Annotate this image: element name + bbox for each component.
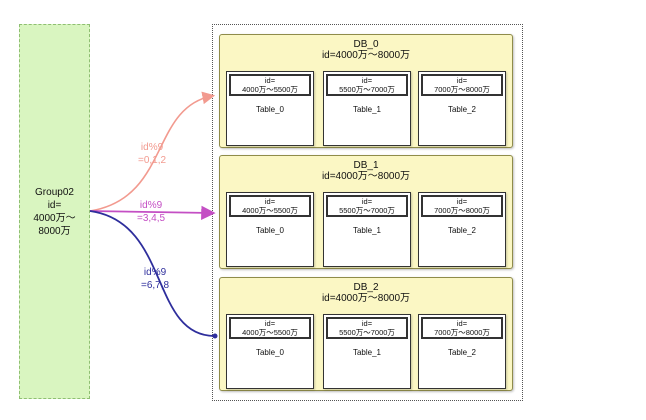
table-range-box: id=4000万～5500万: [229, 317, 311, 339]
db-title: DB_1 id=4000万～8000万: [321, 160, 411, 182]
table-range-box: id=7000万～8000万: [421, 74, 503, 96]
table-card: id=4000万～5500万 Table_0: [226, 71, 314, 146]
group-node: Group02 id= 4000万～ 8000万: [19, 24, 90, 399]
table-name: Table_0: [255, 348, 285, 357]
table-card: id=7000万～8000万 Table_2: [418, 71, 506, 146]
route-arrow-db2: [89, 210, 215, 337]
table-card: id=5500万～7000万 Table_1: [323, 314, 411, 389]
table-name: Table_1: [352, 226, 382, 235]
table-name: Table_2: [447, 226, 477, 235]
db-node-db2: DB_2 id=4000万～8000万 id=4000万～5500万 Table…: [219, 277, 513, 391]
db-node-db1: DB_1 id=4000万～8000万 id=4000万～5500万 Table…: [219, 155, 513, 269]
table-card: id=4000万～5500万 Table_0: [226, 192, 314, 267]
db-title: DB_2 id=4000万～8000万: [321, 282, 411, 304]
group-range-start: 4000万～: [33, 212, 76, 224]
route-arrow-db0: [89, 91, 216, 212]
table-range-box: id=7000万～8000万: [421, 195, 503, 217]
group-range-end: 8000万: [38, 225, 71, 237]
group-id-label: id=: [47, 199, 62, 211]
route-label-db1: id%9=3,4,5: [137, 200, 166, 224]
table-name: Table_1: [352, 105, 382, 114]
group-name: Group02: [35, 186, 74, 198]
db-node-db0: DB_0 id=4000万～8000万 id=4000万～5500万 Table…: [219, 34, 513, 148]
table-card: id=7000万～8000万 Table_2: [418, 314, 506, 389]
table-name: Table_1: [352, 348, 382, 357]
table-name: Table_2: [447, 348, 477, 357]
table-name: Table_2: [447, 105, 477, 114]
route-label-db2: id%9=6,7,8: [141, 267, 170, 291]
table-range-box: id=5500万～7000万: [326, 317, 408, 339]
table-range-box: id=5500万～7000万: [326, 195, 408, 217]
route-label-db0: id%9=0,1,2: [138, 142, 167, 166]
route-endpoint-db2: [212, 333, 218, 339]
table-card: id=4000万～5500万 Table_0: [226, 314, 314, 389]
table-card: id=7000万～8000万 Table_2: [418, 192, 506, 267]
db-title: DB_0 id=4000万～8000万: [321, 39, 411, 61]
table-range-box: id=4000万～5500万: [229, 195, 311, 217]
table-name: Table_0: [255, 105, 285, 114]
table-card: id=5500万～7000万 Table_1: [323, 71, 411, 146]
table-name: Table_0: [255, 226, 285, 235]
table-range-box: id=5500万～7000万: [326, 74, 408, 96]
table-range-box: id=7000万～8000万: [421, 317, 503, 339]
route-arrow-db1: [89, 205, 216, 221]
table-range-box: id=4000万～5500万: [229, 74, 311, 96]
table-card: id=5500万～7000万 Table_1: [323, 192, 411, 267]
